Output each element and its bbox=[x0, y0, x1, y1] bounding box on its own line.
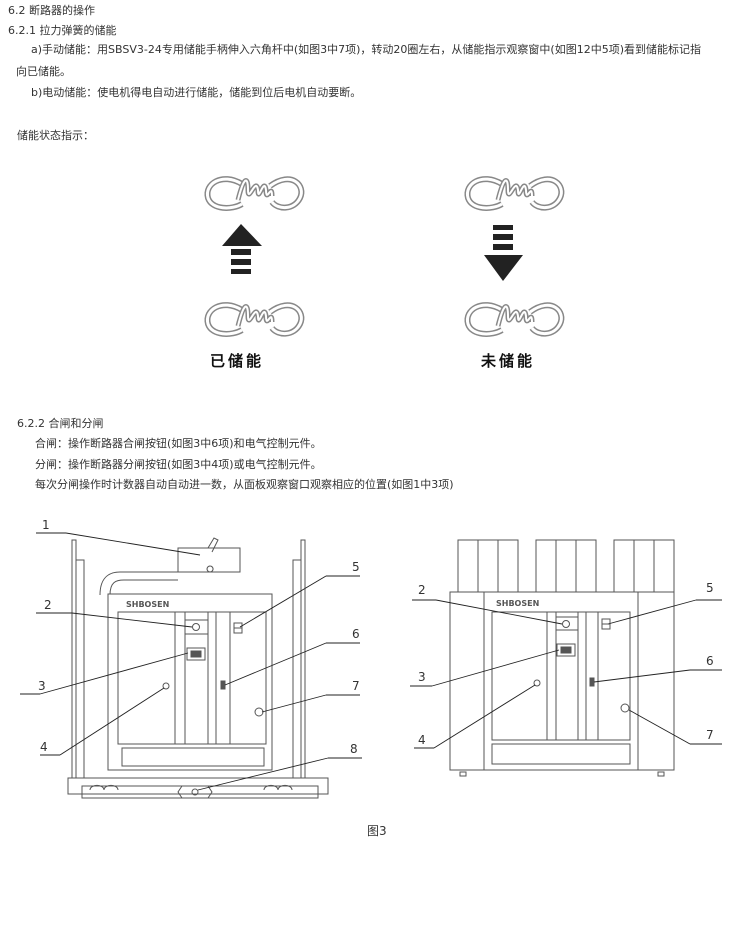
callout-1: 1 bbox=[42, 518, 50, 532]
section-heading: 6.2 断路器的操作 bbox=[8, 4, 95, 17]
manual-charging-text: a)手动储能：用SBSV3-24专用储能手柄伸入六角杆中(如图3中7项)，转动2… bbox=[31, 43, 701, 56]
spring-extended-icon bbox=[207, 179, 301, 208]
breaker-right-diagram bbox=[449, 539, 675, 777]
manual-charging-text-cont: 向已储能。 bbox=[16, 65, 71, 78]
callout-right-4: 4 bbox=[418, 733, 426, 747]
callout-7: 7 bbox=[352, 679, 360, 693]
electric-charging-text: b)电动储能：使电机得电自动进行储能，储能到位后电机自动要断。 bbox=[31, 86, 362, 99]
subsection-spring-charging: 6.2.1 拉力弹簧的储能 bbox=[8, 24, 117, 37]
brand-logo-left: SHBOSEN bbox=[126, 600, 170, 609]
callout-right-5: 5 bbox=[706, 581, 714, 595]
callout-2: 2 bbox=[44, 598, 52, 612]
close-operation-text: 合闸：操作断路器合闸按钮(如图3中6项)和电气控制元件。 bbox=[35, 437, 322, 450]
callout-3: 3 bbox=[38, 679, 46, 693]
callout-4: 4 bbox=[40, 740, 48, 754]
arrow-down-icon bbox=[484, 225, 523, 281]
counter-text: 每次分闸操作时计数器自动自动进一数，从面板观察窗口观察相应的位置(如图1中3项) bbox=[35, 478, 454, 491]
spring-state-illustration bbox=[0, 0, 750, 400]
status-indicator-title: 储能状态指示： bbox=[17, 129, 94, 142]
spring-upper-icon bbox=[467, 179, 561, 208]
callout-right-7: 7 bbox=[706, 728, 714, 742]
callout-8: 8 bbox=[350, 742, 358, 756]
callout-right-2: 2 bbox=[418, 583, 426, 597]
spring-retracted-icon bbox=[467, 305, 561, 334]
brand-logo-right: SHBOSEN bbox=[496, 599, 540, 608]
callout-6: 6 bbox=[352, 627, 360, 641]
charged-label: 已储能 bbox=[210, 352, 265, 370]
callout-5: 5 bbox=[352, 560, 360, 574]
subsection-close-open: 6.2.2 合闸和分闸 bbox=[17, 417, 104, 430]
spring-lower-icon bbox=[207, 305, 301, 334]
breaker-left-diagram bbox=[67, 537, 329, 799]
figure-caption: 图3 bbox=[367, 824, 387, 838]
arrow-up-icon bbox=[222, 224, 262, 274]
callout-right-6: 6 bbox=[706, 654, 714, 668]
uncharged-label: 未储能 bbox=[481, 352, 536, 370]
callout-right-3: 3 bbox=[418, 670, 426, 684]
open-operation-text: 分闸：操作断路器分闸按钮(如图3中4项)或电气控制元件。 bbox=[35, 458, 322, 471]
